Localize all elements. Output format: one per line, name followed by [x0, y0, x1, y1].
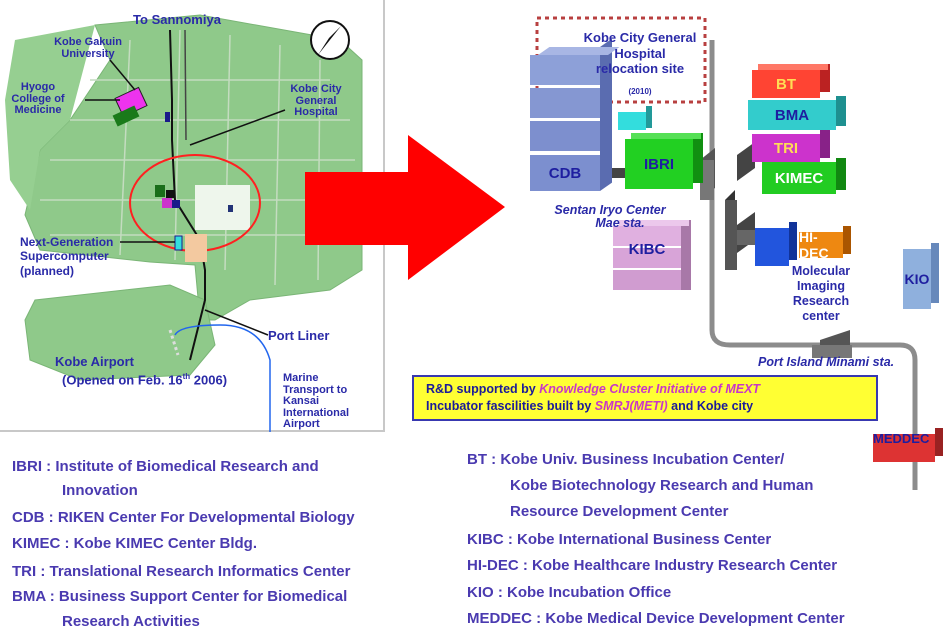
- relocation-text: Kobe City General Hospital relocation si…: [583, 30, 697, 77]
- label-kobe-gakuin: Kobe Gakuin University: [54, 36, 122, 60]
- kimec-building: KIMEC: [762, 158, 846, 194]
- kio-label: KIO: [904, 271, 930, 287]
- legend-ibri-line2: Innovation: [62, 482, 138, 499]
- funding-note: R&D supported by Knowledge Cluster Initi…: [412, 375, 878, 421]
- marine-transport-route: [174, 324, 271, 432]
- label-port-liner: Port Liner: [268, 328, 330, 343]
- label-next-gen-line2: Supercomputer: [20, 249, 109, 263]
- bt-label: BT: [776, 75, 796, 93]
- meddec-building: MEDDEC: [873, 428, 945, 464]
- bma-building: BMA: [748, 96, 848, 130]
- label-marine-transport: Marine Transport to Kansai International…: [283, 372, 350, 431]
- cdb-label: CDB: [548, 164, 582, 182]
- island-map: [5, 14, 363, 432]
- label-to-sannomiya: To Sannomiya: [133, 12, 221, 27]
- meddec-label: MEDDEC: [873, 430, 930, 446]
- legend-meddec: MEDDEC : Kobe Medical Device Development…: [467, 610, 845, 627]
- legend-kio: KIO : Kobe Incubation Office: [467, 584, 672, 601]
- legend-bt-line3: Resource Development Center: [510, 503, 729, 520]
- cdb-building: CDB: [530, 38, 620, 195]
- hidec-building: HI-DEC: [755, 222, 875, 266]
- bt-building: BT: [752, 64, 832, 98]
- west-land: [5, 25, 95, 210]
- tri-building: TRI: [752, 130, 832, 162]
- label-port-island-station: Port Island Minami sta.: [758, 355, 895, 369]
- legend-kibc: KIBC : Kobe International Business Cente…: [467, 531, 772, 548]
- legend-cdb: CDB : RIKEN Center For Developmental Bio…: [12, 509, 355, 526]
- legend-kimec: KIMEC : Kobe KIMEC Center Bldg.: [12, 535, 258, 552]
- kibc-building: KIBC: [613, 220, 693, 294]
- hidec-label: HI-DEC: [799, 229, 829, 261]
- tri-label: TRI: [773, 139, 799, 157]
- legend-ibri-line1: IBRI : Institute of Biomedical Research …: [12, 458, 319, 475]
- label-next-gen-line3: (planned): [20, 264, 74, 278]
- bma-label: BMA: [774, 106, 810, 124]
- ibri-annex-top: [618, 112, 646, 130]
- ibri-building: IBRI: [625, 133, 705, 189]
- legend-hidec: HI-DEC : Kobe Healthcare Industry Resear…: [467, 557, 838, 574]
- kibc-label: KIBC: [628, 240, 666, 258]
- label-molecular-imaging: Molecular Imaging Research center: [791, 264, 851, 323]
- kio-building: KIO: [903, 243, 943, 313]
- kimec-label: KIMEC: [774, 169, 824, 187]
- ibri-label: IBRI: [644, 155, 674, 173]
- relocation-site-box: [535, 16, 707, 104]
- compass-needle: [318, 26, 341, 55]
- airport-land: [24, 284, 216, 381]
- compass-circle: [310, 20, 350, 60]
- label-opened: (Opened on Feb. 16th 2006): [62, 372, 228, 388]
- label-hyogo-college: Hyogo College of Medicine: [11, 81, 65, 117]
- legend-bt-line2: Kobe Biotechnology Research and Human: [510, 477, 814, 494]
- legend-tri: TRI : Translational Research Informatics…: [12, 563, 351, 580]
- label-kobe-airport: Kobe Airport: [55, 354, 134, 369]
- label-next-gen-line1: Next-Generation: [20, 235, 114, 249]
- relocation-year: (2010): [628, 87, 652, 96]
- legend-bma-line2: Research Activities: [62, 613, 200, 630]
- legend-bma-line1: BMA : Business Support Center for Biomed…: [12, 588, 348, 605]
- label-sentan-station: Sentan Iryo Center Mae sta.: [554, 203, 666, 231]
- label-kobe-city-general: Kobe City General Hospital: [290, 83, 342, 119]
- legend-bt-line1: BT : Kobe Univ. Business Incubation Cent…: [467, 451, 785, 468]
